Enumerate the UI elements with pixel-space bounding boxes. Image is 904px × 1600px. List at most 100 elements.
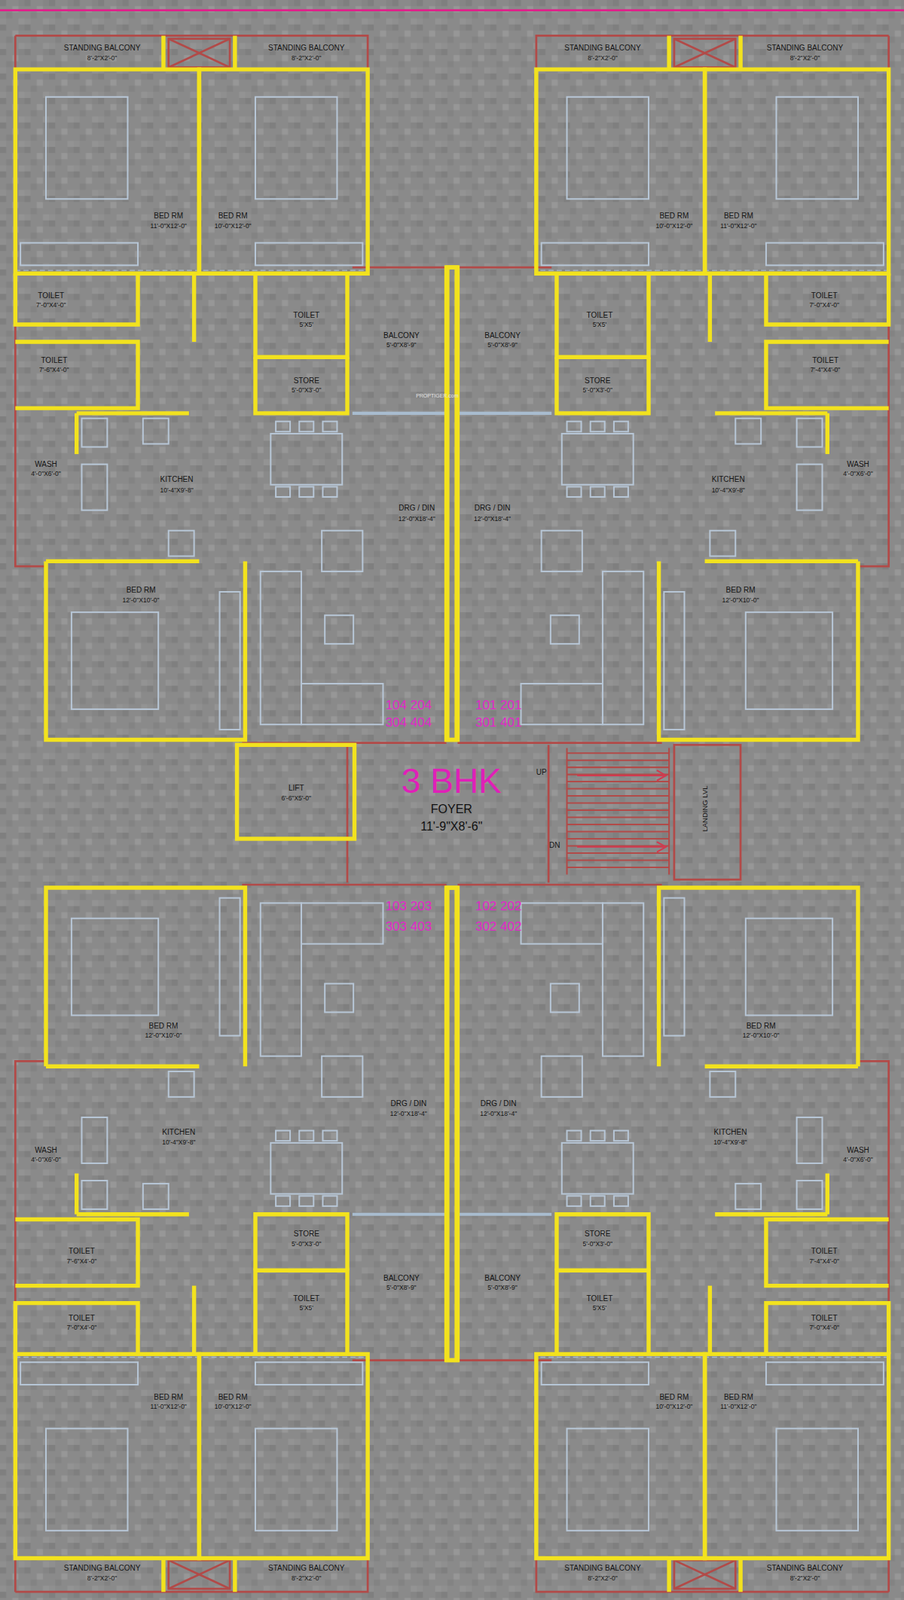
core-walls xyxy=(674,745,741,880)
room-name: WASH xyxy=(846,1147,870,1155)
room-name: BED RM xyxy=(218,212,248,220)
room-dimension: 7'-0"X4'-0" xyxy=(809,1324,840,1332)
room-name: TOILET xyxy=(812,357,839,365)
room-name: TOILET xyxy=(68,1315,95,1323)
room-name: BED RM xyxy=(726,586,756,595)
room-name: DRG / DIN xyxy=(390,1100,427,1109)
room-name: TOILET xyxy=(40,357,68,365)
room-name: STANDING BALCONY xyxy=(564,44,642,52)
room-dimension: 11'-0"X12'-0" xyxy=(720,1404,757,1411)
room-name: TOILET xyxy=(68,1248,95,1256)
room-dimension: 8'-2"X2'-0" xyxy=(291,54,322,62)
flat-number: 102 202 xyxy=(475,899,522,913)
room-name: BED RM xyxy=(659,212,689,220)
room-name: BED RM xyxy=(126,586,156,595)
room-name: LIFT xyxy=(288,784,305,793)
room-dimension: 12'-0"X18'-4" xyxy=(390,1111,428,1118)
core-walls xyxy=(347,745,741,883)
room-name: STANDING BALCONY xyxy=(766,44,844,52)
room-dimension: 10'-4"X9'-8" xyxy=(159,487,193,495)
room-dimension: 8'-2"X2'-0" xyxy=(790,54,821,62)
room-dimension: 12'-0"X10'-0" xyxy=(144,1032,182,1040)
room-dimension: 5'-0"X3'-0" xyxy=(291,387,322,394)
room-dimension: 5'-0"X8'-9" xyxy=(386,1285,417,1292)
room-dimension: 7'-0"X4'-0" xyxy=(809,302,840,309)
room-dimension: 10'-0"X12'-0" xyxy=(655,222,693,230)
flat-plan xyxy=(447,35,889,743)
room-dimension: 5'-0"X3'-0" xyxy=(582,387,613,394)
room-name: TOILET xyxy=(586,1295,614,1304)
room-dimension: 8'-2"X2'-0" xyxy=(291,1575,322,1583)
room-name: TOILET xyxy=(811,292,838,300)
plan-heading: 3 BHK xyxy=(401,763,502,799)
room-dimension: 11'-0"X12'-0" xyxy=(720,222,757,230)
room-name: BED RM xyxy=(153,1394,184,1402)
room-dimension: 7'-0"X4'-0" xyxy=(36,302,67,309)
room-dimension: 7'-4"X4'-0" xyxy=(809,1258,840,1265)
room-name: STANDING BALCONY xyxy=(268,1565,346,1573)
foyer-label: FOYER xyxy=(430,803,473,816)
room-dimension: 8'-2"X2'-0" xyxy=(790,1575,821,1583)
staircase xyxy=(577,770,666,782)
room-dimension: 5'-0"X8'-9" xyxy=(487,1285,518,1292)
room-name: KITCHEN xyxy=(714,1129,748,1137)
room-name: TOILET xyxy=(37,292,65,300)
room-dimension: 7'-0"X4'-0" xyxy=(67,1324,98,1332)
room-dimension: 11'-0"X12'-0" xyxy=(150,222,187,230)
room-dimension: 8'-2"X2'-0" xyxy=(587,1575,618,1583)
room-name: STANDING BALCONY xyxy=(564,1565,642,1573)
room-dimension: 6'-6"X5'-0" xyxy=(280,795,312,803)
room-dimension: 5'-0"X8'-9" xyxy=(386,342,417,349)
room-name: BED RM xyxy=(218,1394,248,1402)
room-name: DRG / DIN xyxy=(398,504,435,513)
flat-number: 303 403 xyxy=(385,919,432,933)
room-dimension: 5'X5' xyxy=(299,1305,314,1313)
room-dimension: 7'-4"X4'-0" xyxy=(810,366,841,374)
room-dimension: 12'-0"X10'-0" xyxy=(742,1032,780,1040)
lift-shaft xyxy=(237,745,355,840)
room-name: DRG / DIN xyxy=(474,504,511,513)
room-dimension: 12'-0"X10'-0" xyxy=(122,597,160,605)
landing-label: LANDING LVL xyxy=(701,785,709,832)
flat-plan xyxy=(15,35,457,743)
room-name: TOILET xyxy=(811,1248,838,1256)
room-name: WASH xyxy=(34,461,58,469)
room-name: KITCHEN xyxy=(160,476,194,484)
room-dimension: 10'-4"X9'-8" xyxy=(713,1139,747,1147)
room-dimension: 10'-0"X12'-0" xyxy=(214,1404,252,1411)
room-dimension: 7'-6"X4'-0" xyxy=(39,366,70,374)
room-dimension: 11'-0"X12'-0" xyxy=(150,1404,187,1411)
room-dimension: 4'-0"X6'-0" xyxy=(30,470,62,478)
flat-number: 301 401 xyxy=(475,715,522,729)
room-dimension: 8'-2"X2'-0" xyxy=(587,54,618,62)
room-name: BALCONY xyxy=(383,332,420,340)
flat-plan xyxy=(15,885,457,1593)
flat-plan xyxy=(447,885,889,1593)
room-dimension: 8'-2"X2'-0" xyxy=(87,1575,118,1583)
room-name: BALCONY xyxy=(484,332,521,340)
room-name: DRG / DIN xyxy=(480,1100,517,1109)
room-name: BED RM xyxy=(659,1394,689,1402)
room-dimension: 4'-0"X6'-0" xyxy=(30,1157,62,1164)
room-name: TOILET xyxy=(293,1295,320,1304)
flat-number: 104 204 xyxy=(385,698,432,712)
staircase xyxy=(567,748,670,875)
room-name: BED RM xyxy=(723,212,754,220)
top-rule xyxy=(0,9,904,12)
room-name: DN xyxy=(549,842,560,850)
staircase xyxy=(567,748,670,875)
room-dimension: 4'-0"X6'-0" xyxy=(842,1157,874,1164)
room-name: KITCHEN xyxy=(161,1129,196,1137)
foyer-label: 11'-9"X8'-6" xyxy=(420,821,483,834)
room-name: STORE xyxy=(293,377,320,385)
room-name: STANDING BALCONY xyxy=(766,1565,844,1573)
room-dimension: 10'-4"X9'-8" xyxy=(161,1139,196,1147)
room-name: BED RM xyxy=(153,212,184,220)
room-dimension: 12'-0"X18'-4" xyxy=(473,516,511,523)
room-name: STORE xyxy=(584,1230,611,1239)
flat-number: 103 203 xyxy=(385,899,432,913)
room-name: STORE xyxy=(584,377,611,385)
